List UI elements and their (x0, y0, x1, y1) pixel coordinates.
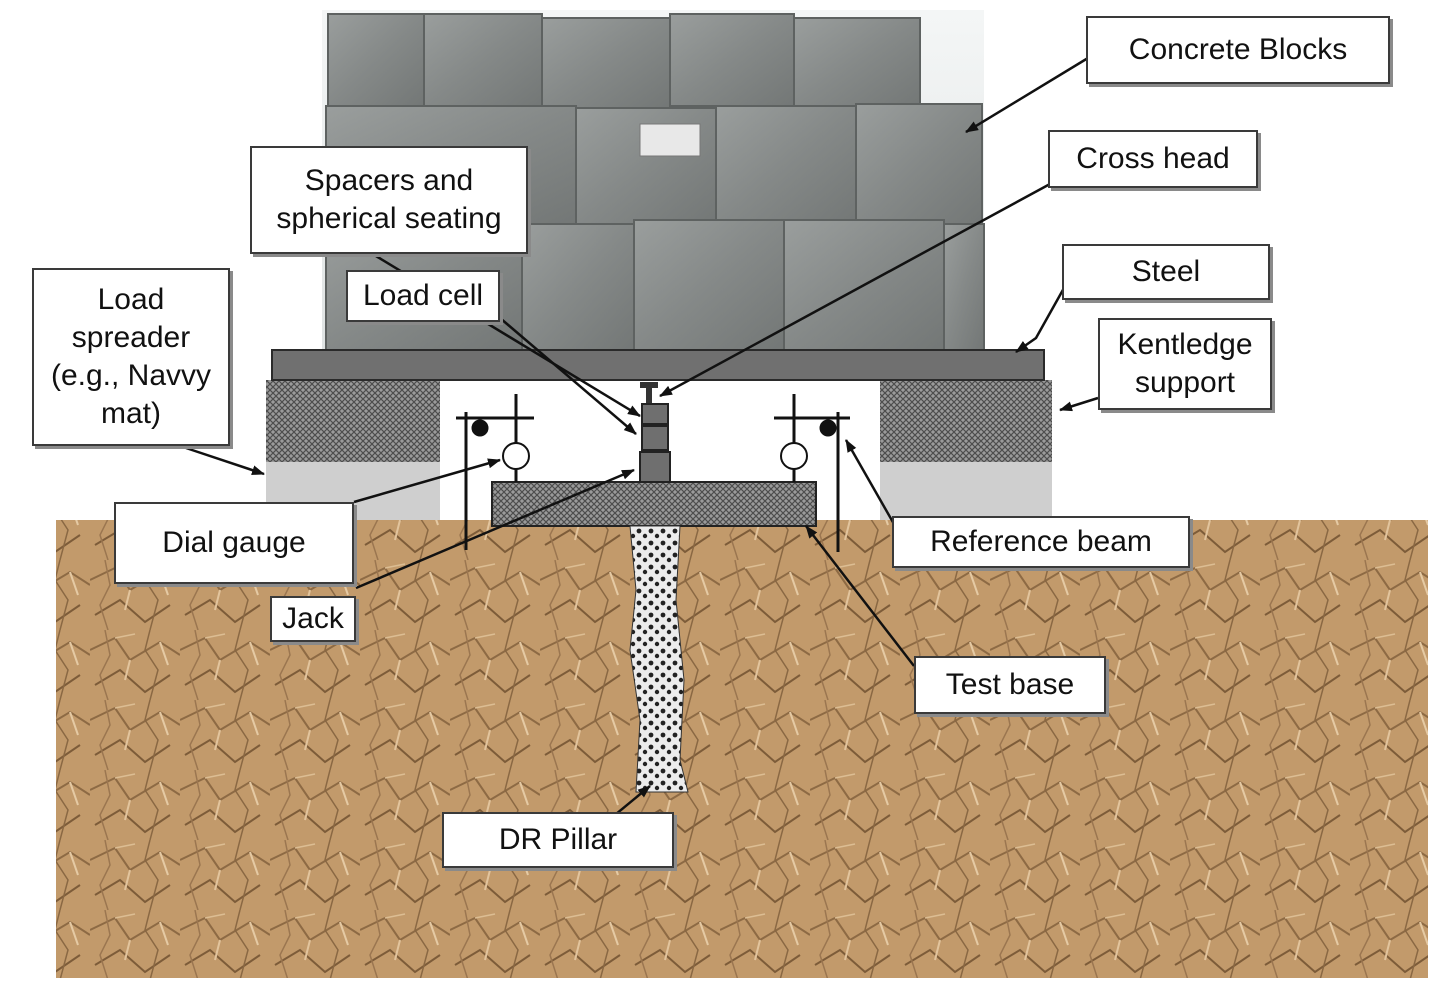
label-load-spreader-line4: mat) (101, 397, 161, 430)
reference-beam-right (774, 394, 850, 552)
label-reference-beam-text: Reference beam (930, 525, 1152, 558)
label-dial-gauge-text: Dial gauge (162, 526, 306, 559)
test-base (491, 481, 817, 527)
label-kentledge-line2: support (1134, 366, 1236, 399)
label-dial-gauge: Dial gauge (114, 502, 354, 584)
steel-beam (271, 349, 1045, 381)
label-spacers: Spacers and spherical seating (250, 146, 528, 254)
label-concrete-blocks-text: Concrete Blocks (1128, 33, 1348, 66)
kentledge-support-right (880, 380, 1052, 520)
label-dr-pillar: DR Pillar (442, 812, 674, 868)
label-kentledge-support: Kentledge support (1098, 318, 1272, 410)
label-load-cell-text: Load cell (362, 279, 484, 312)
reference-beam-left (456, 394, 534, 550)
label-reference-beam: Reference beam (892, 516, 1190, 568)
label-steel-text: Steel (1131, 255, 1201, 288)
label-spacers-line2: spherical seating (276, 202, 502, 235)
label-test-base: Test base (914, 656, 1106, 714)
label-concrete-blocks: Concrete Blocks (1086, 16, 1390, 84)
label-spacers-line1: Spacers and (304, 164, 474, 197)
soil-ground (56, 520, 1428, 978)
kentledge-support-left (266, 380, 440, 520)
label-load-spreader-line3: (e.g., Navvy (50, 359, 212, 392)
label-dr-pillar-text: DR Pillar (498, 823, 618, 856)
label-steel: Steel (1062, 244, 1270, 300)
label-cross-head: Cross head (1048, 130, 1258, 188)
label-load-spreader: Load spreader (e.g., Navvy mat) (32, 268, 230, 446)
label-load-spreader-line2: spreader (71, 321, 191, 354)
label-kentledge-line1: Kentledge (1117, 328, 1253, 361)
label-load-cell: Load cell (346, 270, 500, 322)
label-jack: Jack (270, 596, 356, 642)
concrete-blocks-photo (322, 10, 985, 355)
label-cross-head-text: Cross head (1076, 142, 1230, 175)
label-load-spreader-line1: Load (97, 283, 165, 316)
label-jack-text: Jack (282, 602, 344, 635)
load-column (639, 382, 671, 483)
dr-pillar (629, 525, 689, 793)
label-test-base-text: Test base (945, 668, 1075, 701)
